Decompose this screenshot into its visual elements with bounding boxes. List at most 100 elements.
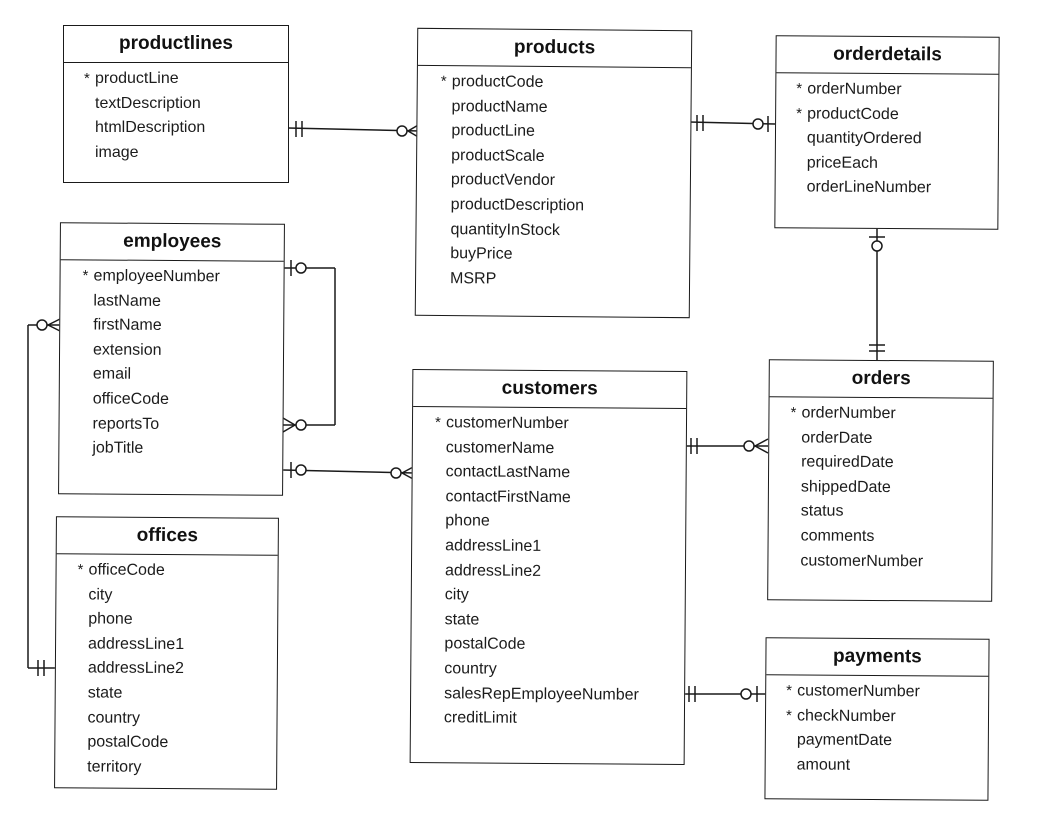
primary-key-marker: * [434,414,441,432]
attribute: contactLastName [435,460,686,486]
attribute-name: creditLimit [443,709,517,727]
attribute-name: contactLastName [445,463,571,482]
attribute-name: quantityInStock [450,220,560,239]
attribute-name: addressLine2 [444,561,542,580]
attribute: creditLimit [433,706,684,732]
attribute-name: orderNumber [801,404,896,423]
entity-title: employees [60,223,284,262]
attribute: amount [786,753,988,779]
attribute: country [76,706,276,732]
attribute: image [84,141,288,166]
entity-title: orders [769,360,993,399]
attribute-name: officeCode [92,390,169,408]
rel-offices-employees [27,317,63,676]
rel-orderdetails-orders [869,228,885,362]
attribute: productLine [440,119,690,146]
attribute: addressLine2 [77,657,277,683]
attribute-name: addressLine1 [88,635,185,653]
attribute-name: email [92,365,132,384]
primary-key-attribute: *productCode [441,70,691,97]
attribute-name: contactFirstName [445,488,571,506]
attribute: status [790,500,992,526]
primary-key-attribute: *productLine [84,67,288,92]
attribute-name: officeCode [88,561,165,579]
primary-key-marker: * [790,404,797,422]
attribute-name: customerName [445,438,555,457]
primary-key-attribute: *officeCode [77,558,277,584]
attribute-name: phone [445,512,490,530]
attribute: comments [790,524,992,550]
attribute-name: phone [88,610,133,628]
primary-key-marker: * [786,682,793,700]
attribute: territory [76,755,276,781]
attribute-name: comments [800,527,875,545]
primary-key-marker: * [785,706,792,724]
primary-key-attribute: *orderNumber [790,401,992,427]
primary-key-attribute: *employeeNumber [82,264,283,290]
attribute: email [82,363,283,389]
attribute: phone [77,608,277,634]
attribute-name: addressLine2 [87,659,185,678]
attribute: postalCode [433,633,684,659]
attribute-name: buyPrice [450,245,513,263]
attribute: addressLine1 [434,534,685,560]
rel-products-orderdetails [688,115,776,132]
attribute: paymentDate [786,729,988,755]
attribute: addressLine1 [77,632,277,658]
attribute: customerNumber [789,549,991,575]
attribute-name: paymentDate [796,731,893,750]
attribute-name: productLine [451,122,536,141]
attribute-name: territory [87,758,142,776]
attribute-name: postalCode [87,733,169,752]
primary-key-marker: * [796,80,803,98]
attribute: textDescription [84,92,288,117]
primary-key-marker: * [77,561,84,579]
attribute-name: country [87,709,141,727]
attribute: reportsTo [81,412,282,438]
entity-title: customers [413,370,687,409]
attribute: buyPrice [439,242,689,269]
attribute-name: priceEach [806,154,879,172]
attribute: lastName [82,289,283,315]
entity-title: products [417,28,692,69]
attribute-name: reportsTo [92,415,160,433]
entity-orders[interactable]: orders *orderNumber orderDate requiredDate… [767,359,994,602]
attribute: requiredDate [790,451,992,477]
rel-employees-customers [282,462,416,481]
rel-productlines-products [287,121,421,139]
attribute-name: productVendor [450,171,556,190]
attribute-name: orderDate [801,429,873,447]
attribute: productName [440,95,690,122]
attribute-name: addressLine1 [445,537,542,555]
attribute-name: textDescription [95,94,201,112]
attribute-name: productCode [451,73,544,91]
attribute: firstName [82,314,283,340]
attribute: officeCode [82,387,283,413]
primary-key-attribute: *checkNumber [786,704,988,730]
attribute: city [77,583,277,609]
attribute: state [434,608,685,634]
primary-key-marker: * [796,104,803,122]
rel-employees-self [282,260,336,433]
attribute-name: customerNumber [797,682,920,701]
attribute: productVendor [440,168,690,195]
attribute: productDescription [440,193,690,220]
attribute-name: image [95,143,139,161]
attribute: addressLine2 [434,559,685,585]
primary-key-marker: * [84,70,90,87]
attribute: phone [434,510,685,536]
rel-customers-payments [681,686,766,702]
